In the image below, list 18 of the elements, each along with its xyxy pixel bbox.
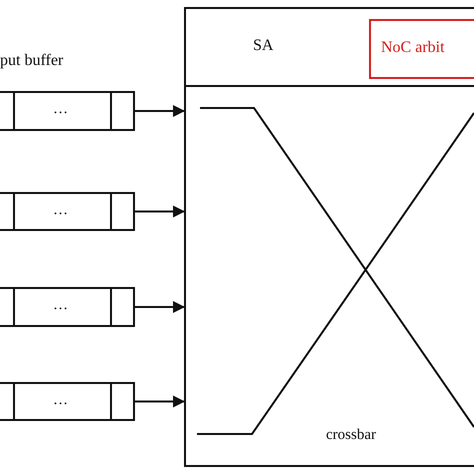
ellipsis: … <box>53 392 68 409</box>
buffer-queue <box>0 91 135 131</box>
arbiter-box <box>369 19 474 79</box>
arrow <box>135 105 185 117</box>
ellipsis: … <box>53 297 68 314</box>
block-label: SA <box>253 37 274 55</box>
arrow <box>135 396 185 408</box>
buffer-queue <box>0 192 135 231</box>
arrow <box>135 206 185 218</box>
arrow <box>135 301 185 313</box>
block-label: crossbar <box>326 427 376 444</box>
router-box <box>184 7 474 467</box>
buffer-queue <box>0 382 135 421</box>
buffer-queue <box>0 287 135 327</box>
buffer-caption: put buffer <box>0 52 64 70</box>
ellipsis: … <box>53 202 68 219</box>
ellipsis: … <box>53 101 68 118</box>
block-label: NoC arbit <box>381 39 445 57</box>
